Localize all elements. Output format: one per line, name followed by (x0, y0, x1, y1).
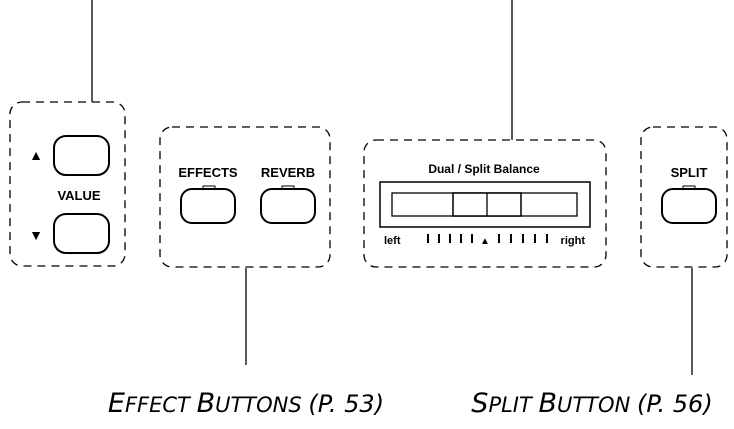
split-button[interactable] (661, 188, 717, 224)
balance-right-label: right (561, 235, 586, 247)
reverb-label: REVERB (261, 165, 315, 180)
value-up-button[interactable] (53, 135, 110, 176)
value-group-frame (9, 101, 126, 267)
effects-label: EFFECTS (178, 165, 238, 180)
split-group-frame (640, 126, 728, 268)
balance-title: Dual / Split Balance (428, 162, 540, 176)
effect-group-frame (159, 126, 331, 268)
effect-buttons-caption: EFFECT BUTTONS (P. 53) (108, 388, 384, 419)
balance-tick-marks (427, 234, 548, 243)
value-group: ▲ VALUE ▼ (9, 101, 126, 267)
value-up-arrow-icon: ▲ (29, 147, 43, 163)
split-group: SPLIT (640, 126, 728, 268)
balance-group: Dual / Split Balance left right ▲ (363, 139, 607, 268)
reverb-button[interactable] (260, 188, 316, 224)
balance-left-label: left (384, 235, 401, 247)
value-down-button[interactable] (53, 213, 110, 254)
effect-buttons-group: EFFECTS REVERB (159, 126, 331, 268)
value-label: VALUE (57, 188, 100, 203)
effects-button[interactable] (180, 188, 236, 224)
split-button-caption: SPLIT BUTTON (P. 56) (471, 388, 712, 419)
value-down-arrow-icon: ▼ (29, 227, 43, 243)
split-label: SPLIT (671, 165, 708, 180)
balance-group-frame (363, 139, 607, 268)
balance-center-marker-icon: ▲ (480, 236, 490, 247)
